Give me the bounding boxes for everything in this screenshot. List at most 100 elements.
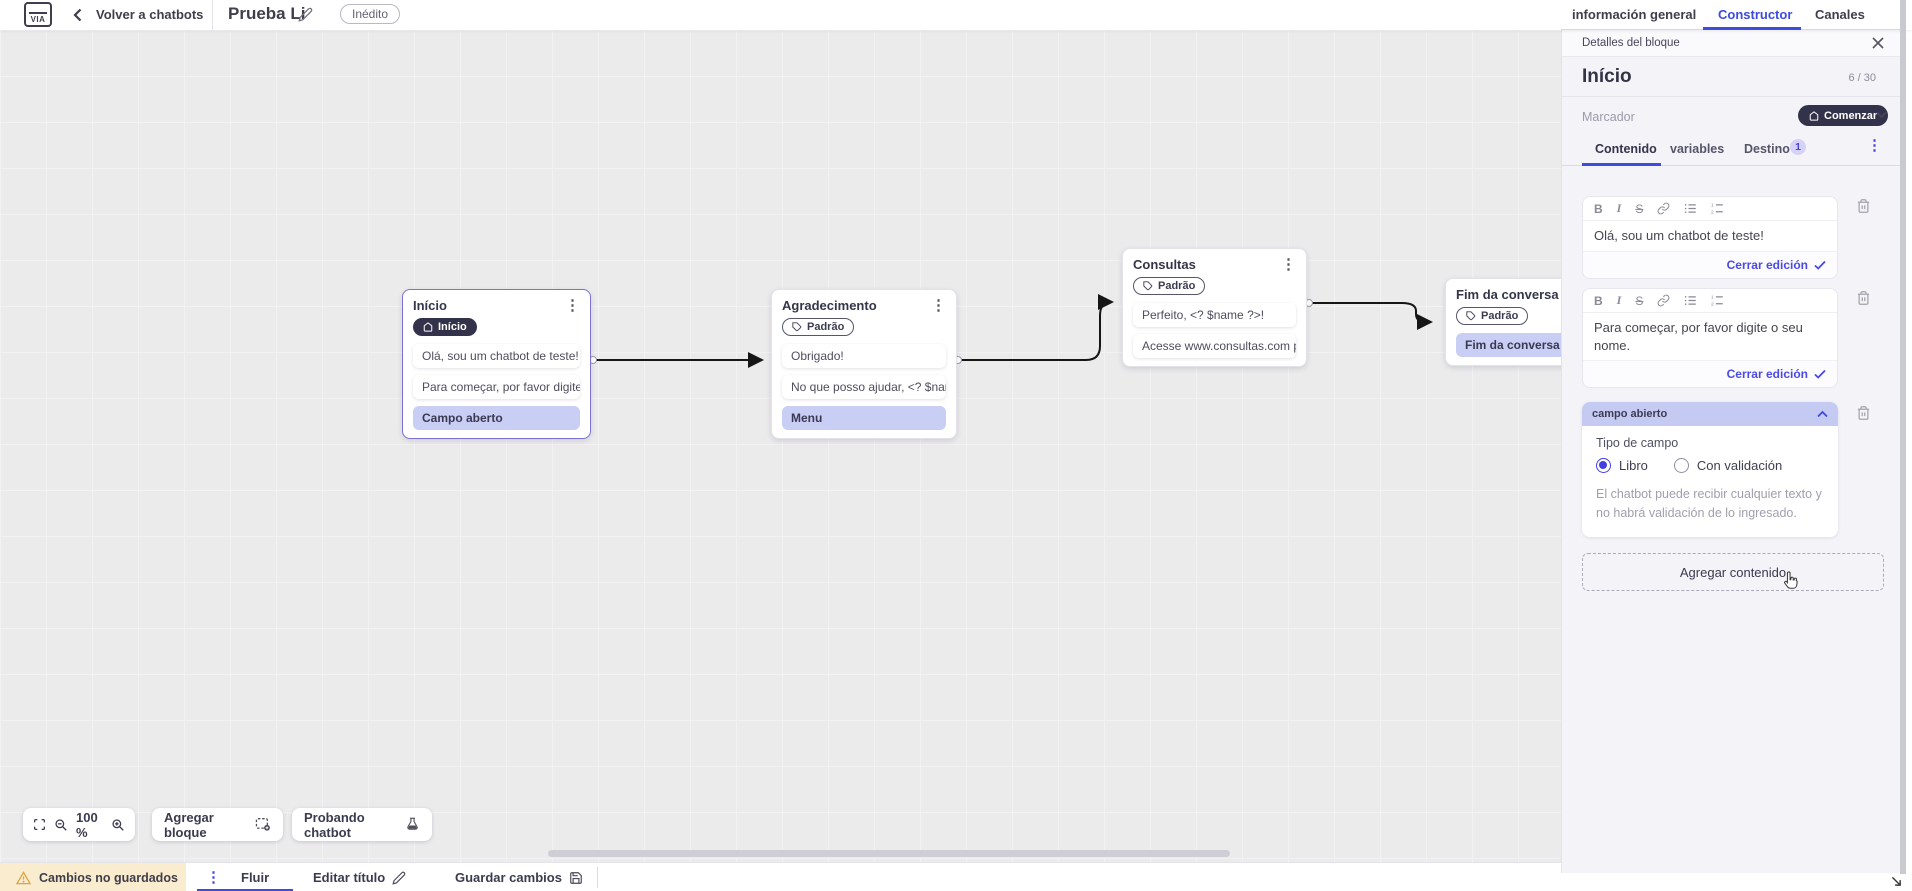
add-block-button[interactable]: Agregar bloque [152,808,283,841]
link-icon[interactable] [1657,202,1670,215]
flow-node-consultas[interactable]: Consultas ⋮ Padrão Perfeito, <? $name ?>… [1122,248,1307,367]
strikethrough-icon[interactable]: S [1635,293,1644,308]
home-icon [423,322,433,332]
bold-icon[interactable]: B [1594,293,1603,308]
node-message-item[interactable]: Olá, sou um chatbot de teste! [413,344,580,368]
test-chatbot-button[interactable]: Probando chatbot [292,808,432,841]
panel-tab-contenido[interactable]: Contenido [1595,142,1657,156]
node-menu-icon[interactable]: ⋮ [1281,255,1296,273]
logo-bar [29,12,47,14]
node-message-item[interactable]: No que posso ajudar, <? $name ... [782,375,946,399]
unsaved-changes-banner: Cambios no guardados [0,863,186,891]
panel-vertical-scrollbar[interactable] [1900,0,1906,874]
home-icon [1809,110,1819,121]
pencil-icon [392,871,406,885]
save-icon [569,871,583,885]
add-block-icon [255,817,271,832]
radio-selected-icon[interactable] [1596,458,1611,473]
back-to-chatbots-link[interactable]: Volver a chatbots [96,7,204,22]
flow-node-fim-da-conversa[interactable]: Fim da conversa Padrão Fim da conversa [1445,278,1561,366]
tab-fluir[interactable]: Fluir [241,870,270,885]
app-logo[interactable]: VIA [24,2,52,27]
node-menu-item[interactable]: Menu [782,406,946,430]
node-message-item[interactable]: Para começar, por favor digite o ... [413,375,580,399]
flow-node-agradecimento[interactable]: Agradecimento ⋮ Padrão Obrigado! No que … [771,289,957,439]
edit-title-pencil-icon[interactable] [298,7,313,22]
bold-icon[interactable]: B [1594,201,1603,216]
radio-label: Con validación [1696,458,1783,473]
flow-menu-icon[interactable]: ⋮ [206,869,221,886]
field-type-label: Tipo de campo [1596,436,1679,450]
edit-title-button[interactable]: Editar título [313,870,406,885]
flow-canvas[interactable]: Início ⋮ Início Olá, sou um chatbot de t… [0,30,1561,862]
node-title: Consultas [1133,257,1196,272]
tab-canales[interactable]: Canales [1815,7,1865,22]
tab-constructor[interactable]: Constructor [1718,7,1793,22]
marker-value-pill[interactable]: Comenzar [1798,105,1889,126]
panel-divider [1562,96,1900,97]
flow-node-inicio[interactable]: Início ⋮ Início Olá, sou um chatbot de t… [402,289,591,439]
svg-text:2: 2 [1711,209,1714,215]
topbar-divider [212,0,213,30]
radio-unselected-icon[interactable] [1673,458,1689,473]
close-panel-icon[interactable] [1872,37,1884,49]
chevron-up-icon[interactable] [1817,410,1828,418]
panel-options-icon[interactable]: ⋮ [1867,137,1882,154]
svg-text:1: 1 [1711,202,1714,208]
italic-icon[interactable]: I [1616,293,1622,307]
message-text-input[interactable]: Olá, sou um chatbot de teste! [1583,221,1837,252]
zoom-controls: 100 % [23,808,135,841]
node-menu-icon[interactable]: ⋮ [931,296,946,314]
fullscreen-icon[interactable] [33,818,46,831]
panel-tab-variables[interactable]: variables [1670,142,1725,156]
canvas-horizontal-scrollbar[interactable] [548,850,1230,857]
node-message-item[interactable]: Obrigado! [782,344,946,368]
tag-icon [1143,281,1153,291]
radio-option-con-validacion[interactable]: Con validación [1673,458,1783,473]
marker-label: Marcador [1582,110,1635,124]
add-content-button[interactable]: Agregar contenido [1582,553,1884,591]
node-message-item[interactable]: Acesse www.consultas.com par... [1133,334,1296,358]
node-menu-icon[interactable]: ⋮ [565,296,580,314]
tab-informacion-general[interactable]: información general [1572,7,1697,22]
radio-label: Libro [1619,458,1648,473]
close-edit-link[interactable]: Cerrar edición [1726,257,1808,272]
close-edit-link[interactable]: Cerrar edición [1726,367,1808,382]
block-name: Início [1582,66,1632,87]
link-icon[interactable] [1657,294,1670,307]
bullet-list-icon[interactable] [1684,294,1697,307]
add-content-label: Agregar contenido [1679,564,1787,580]
node-title: Agradecimento [782,298,877,313]
marker-chevron-down-icon[interactable] [1876,111,1887,119]
svg-text:1: 1 [1711,294,1714,300]
italic-icon[interactable]: I [1616,201,1622,215]
node-start-badge: Início [413,318,477,336]
node-open-field-item[interactable]: Campo aberto [413,406,580,430]
delete-message-icon[interactable] [1856,198,1871,214]
bottombar-divider [597,867,598,888]
node-end-item[interactable]: Fim da conversa [1456,333,1561,357]
corner-cursor-icon [1891,876,1902,887]
save-changes-button[interactable]: Guardar cambios [455,870,583,885]
status-badge: Inédito [340,4,401,24]
radio-option-libro[interactable]: Libro [1596,458,1648,473]
warning-icon [16,870,31,885]
message-text-input[interactable]: Para começar, por favor digite o seu nom… [1583,313,1837,362]
save-changes-label: Guardar cambios [455,870,562,885]
node-message-item[interactable]: Perfeito, <? $name ?>! [1133,303,1296,327]
delete-open-field-icon[interactable] [1856,405,1871,421]
node-badge-label: Padrão [1481,310,1519,322]
zoom-in-icon[interactable] [111,818,125,832]
panel-bottom-strip [1561,873,1912,891]
strikethrough-icon[interactable]: S [1635,201,1644,216]
zoom-out-icon[interactable] [54,818,68,832]
node-badge-label: Início [438,321,467,333]
delete-message-icon[interactable] [1856,290,1871,306]
bullet-list-icon[interactable] [1684,202,1697,215]
open-field-header[interactable]: campo abierto [1582,402,1838,426]
panel-tab-destino[interactable]: Destino [1744,142,1790,156]
back-chevron-icon[interactable] [73,8,82,22]
